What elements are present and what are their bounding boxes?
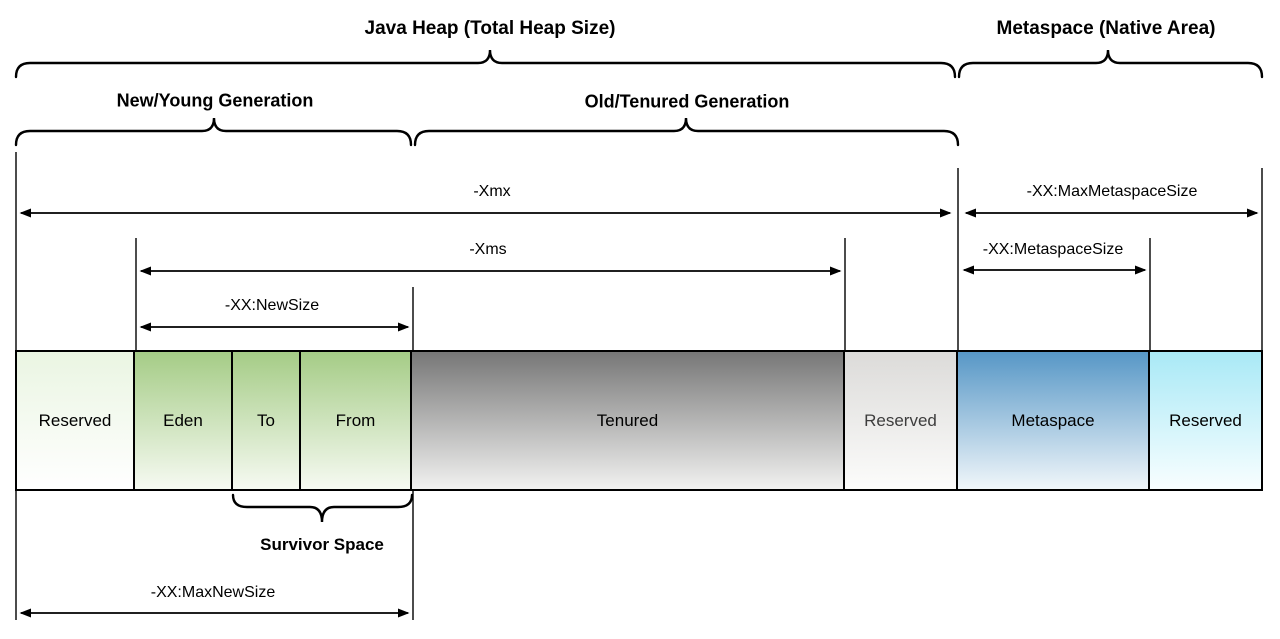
segment-survivor-from: From xyxy=(301,352,412,489)
xmx-flag-label: -Xmx xyxy=(473,183,511,200)
segment-metaspace-reserved: Reserved xyxy=(1150,352,1261,489)
segment-label: Metaspace xyxy=(1011,410,1095,430)
segment-eden: Eden xyxy=(135,352,233,489)
segment-label: Reserved xyxy=(38,410,112,430)
segment-tenured: Tenured xyxy=(412,352,845,489)
old-generation-label: Old/Tenured Generation xyxy=(584,91,790,112)
segment-heap-reserved-low: Reserved xyxy=(17,352,135,489)
java-heap-brace xyxy=(14,49,957,79)
old-generation-brace xyxy=(413,117,960,147)
segment-metaspace: Metaspace xyxy=(958,352,1150,489)
max-new-size-flag-label: -XX:MaxNewSize xyxy=(150,584,276,601)
sizing-arrows xyxy=(19,208,1259,618)
segment-label: Reserved xyxy=(864,410,937,430)
metaspace-title: Metaspace (Native Area) xyxy=(996,18,1216,39)
segment-label: Reserved xyxy=(1169,410,1242,430)
segment-label: Eden xyxy=(163,410,203,430)
segment-survivor-to: To xyxy=(233,352,301,489)
young-generation-brace xyxy=(14,117,413,147)
metaspace-size-flag-label: -XX:MetaspaceSize xyxy=(982,241,1124,258)
segment-label: To xyxy=(257,410,275,430)
max-metaspace-size-flag-label: -XX:MaxMetaspaceSize xyxy=(1026,183,1198,200)
segment-heap-reserved-high: Reserved xyxy=(845,352,958,489)
boundary-lines xyxy=(15,152,1263,620)
young-generation-label: New/Young Generation xyxy=(116,90,314,111)
new-size-flag-label: -XX:NewSize xyxy=(224,297,320,314)
segment-label: Tenured xyxy=(596,410,659,430)
metaspace-brace xyxy=(957,49,1264,79)
memory-bar: Reserved Eden To From Tenured Reserved M… xyxy=(15,350,1263,491)
survivor-space-label: Survivor Space xyxy=(260,535,384,554)
segment-label: From xyxy=(335,410,376,430)
survivor-space-brace xyxy=(231,493,414,523)
xms-flag-label: -Xms xyxy=(469,241,507,258)
java-heap-title: Java Heap (Total Heap Size) xyxy=(364,18,616,39)
